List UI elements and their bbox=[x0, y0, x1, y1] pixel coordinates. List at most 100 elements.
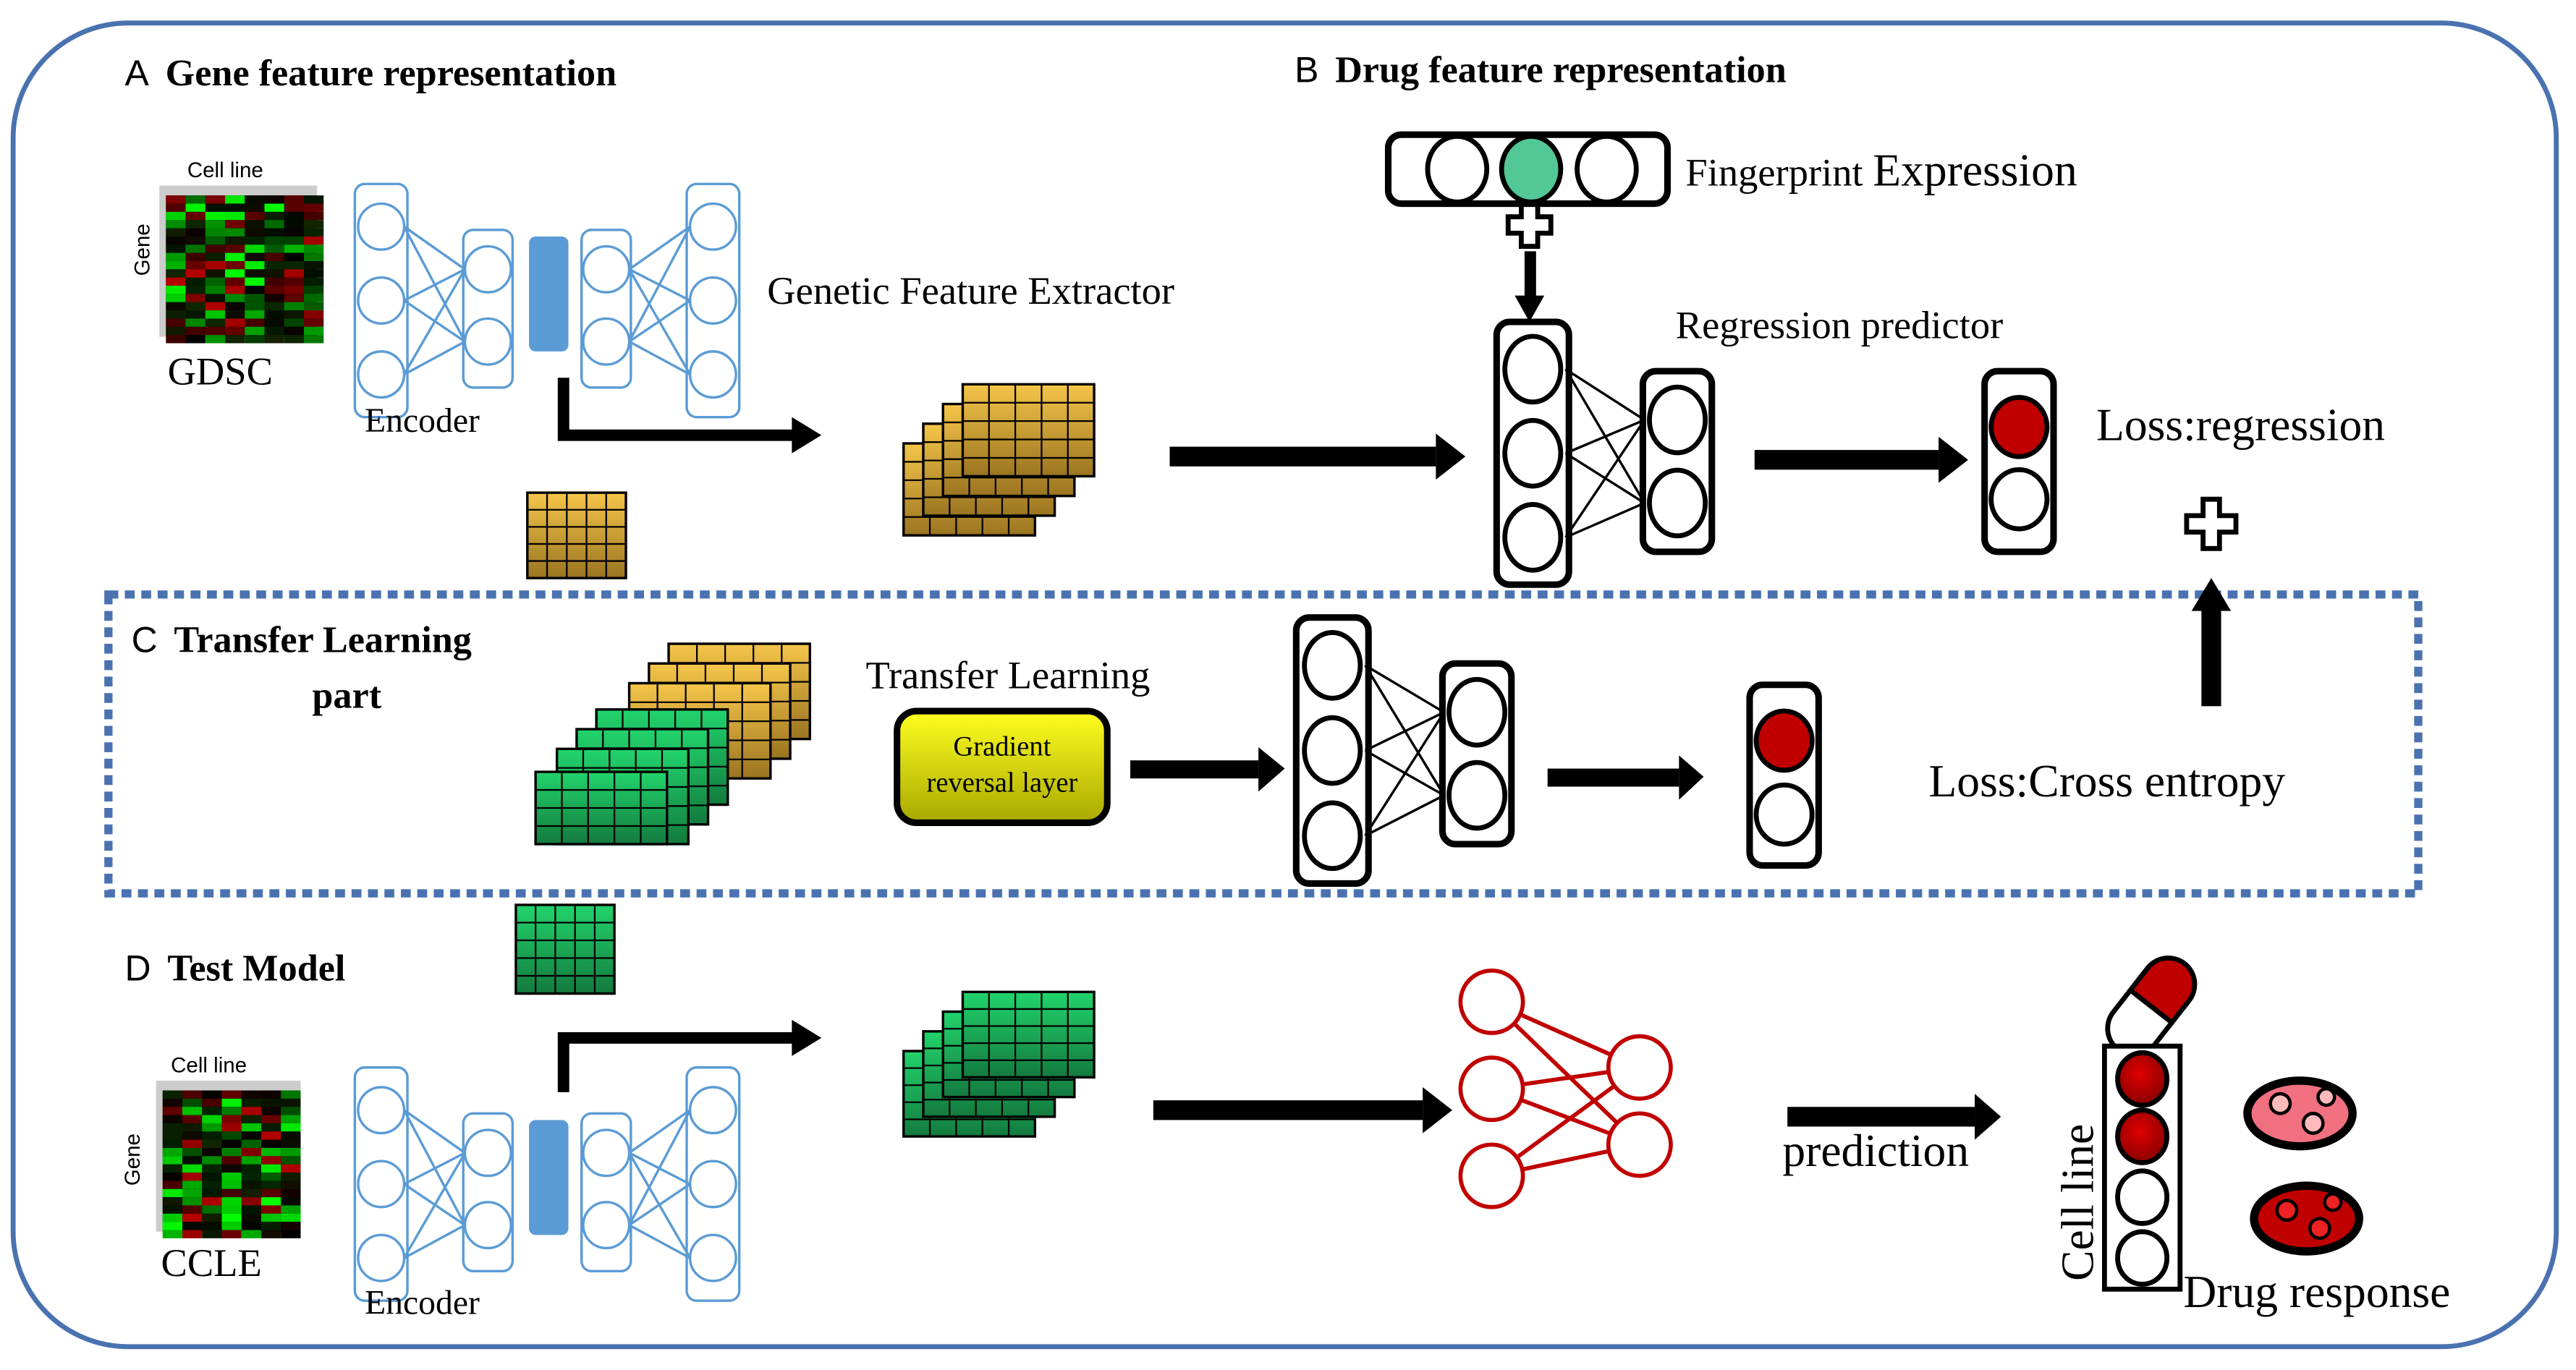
heatmap-cell bbox=[304, 294, 324, 302]
section-d-letter: D bbox=[124, 948, 151, 989]
heatmap-cell bbox=[304, 236, 324, 245]
heatmap-cell bbox=[166, 195, 186, 204]
heatmap-cell bbox=[304, 203, 324, 212]
heatmap-cell bbox=[241, 1164, 261, 1173]
heatmap-cell bbox=[166, 260, 186, 270]
encoder-node bbox=[582, 244, 631, 294]
heatmap-cell bbox=[221, 1230, 242, 1238]
net-node bbox=[1302, 800, 1363, 872]
net-node bbox=[1446, 760, 1508, 831]
heatmap-cell bbox=[264, 220, 284, 229]
heatmap-cell bbox=[162, 1148, 183, 1157]
heatmap-cell bbox=[260, 1205, 281, 1214]
heatmap-cell bbox=[281, 1173, 301, 1181]
heatmap-cell bbox=[182, 1222, 203, 1230]
encoder-node bbox=[688, 1086, 737, 1135]
heatmap-cell bbox=[202, 1156, 222, 1165]
heatmap-cell bbox=[241, 1098, 261, 1107]
regression-predictor-label: Regression predictor bbox=[1675, 305, 2004, 349]
heatmap-cell bbox=[284, 260, 305, 270]
heatmap-cell bbox=[225, 260, 245, 270]
heatmap-cell bbox=[304, 318, 324, 327]
encoder-node bbox=[688, 1160, 737, 1209]
heatmap-cell bbox=[264, 318, 284, 327]
heatmap-cell bbox=[281, 1164, 301, 1173]
heatmap-cell bbox=[182, 1188, 203, 1198]
gradient-reversal-line1: Gradient bbox=[953, 731, 1051, 762]
encoder-layer bbox=[353, 182, 409, 419]
heatmap-cell bbox=[205, 203, 226, 212]
plus-icon-fingerprint bbox=[1505, 201, 1554, 249]
heatmap-cell bbox=[202, 1098, 222, 1107]
heatmap-cell bbox=[241, 1197, 261, 1206]
section-c-heading: Transfer Learning bbox=[174, 618, 472, 660]
heatmap-cell bbox=[260, 1173, 281, 1181]
heatmap-cell bbox=[304, 211, 324, 221]
heatmap-cell bbox=[264, 335, 284, 344]
net-node bbox=[1647, 467, 1708, 539]
heatmap-cell bbox=[182, 1139, 203, 1149]
encoder-top-label: Encoder bbox=[365, 400, 480, 441]
heatmap-cell bbox=[202, 1090, 222, 1099]
regression-output bbox=[1981, 367, 2057, 556]
section-a-heading: Gene feature representation bbox=[165, 52, 617, 94]
feature-map-layer bbox=[961, 990, 1096, 1079]
heatmap-cell bbox=[245, 318, 265, 327]
encoder-node bbox=[582, 1128, 631, 1178]
encoder-top bbox=[353, 182, 741, 419]
encoder-layer bbox=[462, 1112, 514, 1272]
heatmap-cell bbox=[205, 228, 226, 237]
domain-classifier-output bbox=[1746, 681, 1822, 869]
heatmap-cell bbox=[281, 1180, 301, 1189]
encoder-edge bbox=[628, 299, 691, 343]
heatmap-cell bbox=[284, 228, 305, 237]
heatmap-cell bbox=[182, 1230, 203, 1238]
heatmap-cell bbox=[281, 1098, 301, 1107]
heatmap-cell bbox=[221, 1213, 242, 1222]
heatmap-cell bbox=[202, 1123, 222, 1132]
heatmap-cell bbox=[221, 1197, 242, 1206]
encoder-edge bbox=[403, 340, 466, 376]
heatmap-cell bbox=[166, 318, 186, 327]
heatmap-cell bbox=[260, 1131, 281, 1140]
decoder-layer bbox=[685, 1066, 741, 1302]
heatmap-cell bbox=[185, 228, 206, 237]
heatmap-cell bbox=[260, 1107, 281, 1115]
cell-line-label: Cell line bbox=[2054, 1123, 2105, 1281]
heatmap-cell bbox=[225, 252, 245, 261]
encoder-bottom bbox=[353, 1066, 741, 1302]
net-node bbox=[1647, 384, 1708, 456]
encoder-edge bbox=[628, 1183, 691, 1227]
heatmap-cell bbox=[241, 1213, 261, 1222]
heatmap-cell bbox=[221, 1148, 242, 1157]
encoder-node bbox=[463, 1128, 512, 1178]
heatmap-cell bbox=[162, 1205, 183, 1214]
heatmap-cell bbox=[284, 244, 305, 253]
heatmap-cell bbox=[205, 195, 226, 204]
heatmap-cell bbox=[185, 236, 206, 245]
heatmap-cell bbox=[221, 1164, 242, 1173]
heatmap-cell bbox=[264, 294, 284, 302]
encoder-edge bbox=[628, 1109, 691, 1154]
heatmap-cell bbox=[202, 1213, 222, 1222]
heatmap-cell bbox=[166, 211, 186, 221]
heatmap-cell bbox=[304, 228, 324, 237]
heatmap-cell bbox=[185, 318, 206, 327]
net-layer bbox=[1639, 367, 1716, 556]
heatmap-cell bbox=[202, 1148, 222, 1157]
heatmap-cell bbox=[202, 1107, 222, 1115]
outer-frame bbox=[10, 20, 2559, 1350]
heatmap-cell bbox=[205, 260, 226, 270]
heatmap-cell bbox=[304, 286, 324, 294]
heatmap-cell bbox=[245, 277, 265, 286]
encoder-edge bbox=[628, 226, 692, 343]
heatmap-cell bbox=[166, 220, 186, 229]
heatmap-cell bbox=[205, 277, 226, 286]
heatmap-cell bbox=[304, 260, 324, 270]
encoder-edge bbox=[403, 225, 466, 271]
heatmap-cell bbox=[182, 1164, 203, 1173]
heatmap-cell bbox=[221, 1222, 242, 1230]
heatmap-cell bbox=[205, 252, 226, 261]
plus-icon-loss bbox=[2184, 496, 2239, 551]
heatmap-cell bbox=[241, 1107, 261, 1115]
